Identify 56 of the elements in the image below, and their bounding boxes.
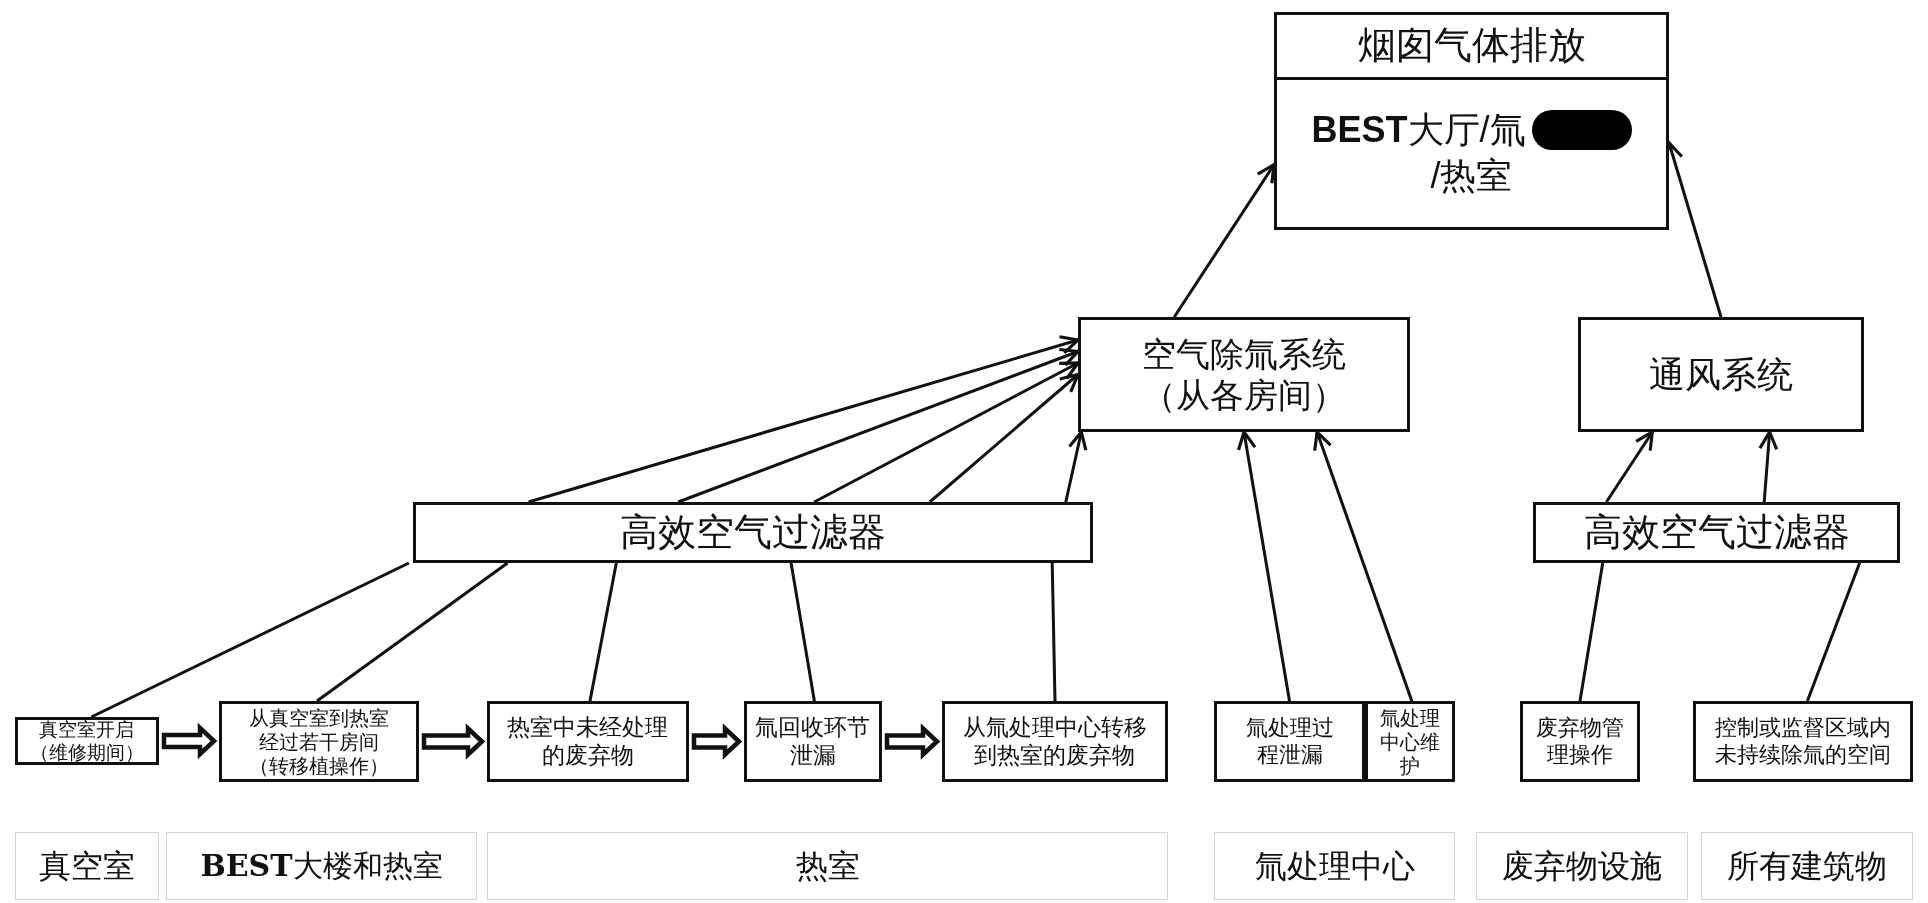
process-box: [942, 701, 1168, 782]
box-text: 控制或监督区域内未持续除氚的空间: [1714, 715, 1892, 768]
process-box: [1520, 701, 1640, 782]
arrow: [691, 723, 743, 760]
box-text: 从氚处理中心转移到热室的废弃物: [962, 713, 1148, 770]
process-box: [1365, 701, 1455, 782]
box-text: BEST大厅/氚: [1311, 107, 1526, 152]
area-label-box: [166, 832, 477, 900]
area-label-box: [487, 832, 1168, 900]
emission-box: [1274, 12, 1669, 230]
box-text: 通风系统: [1649, 352, 1793, 397]
arrow: [161, 722, 218, 760]
box-text: 从真空室到热室经过若干房间（转移植操作）: [248, 705, 390, 778]
arrow: [1313, 430, 1414, 702]
box-text: 真空室开启（维修期间）: [29, 718, 145, 764]
process-box: [413, 502, 1093, 563]
box-text: 真空室: [39, 846, 135, 886]
process-box: [487, 701, 689, 782]
process-box: [1214, 701, 1365, 782]
box-text: 氚处理中心维护: [1379, 705, 1441, 778]
process-box: [1078, 317, 1410, 432]
box-text: 氚处理过程泄漏: [1244, 715, 1335, 768]
box-text: 高效空气过滤器: [620, 509, 886, 556]
arrow: [1236, 430, 1291, 702]
process-box: [15, 717, 159, 765]
arrow: [1173, 163, 1276, 318]
box-text: 废弃物管理操作: [1535, 715, 1625, 768]
arrow: [1605, 430, 1654, 503]
arrow: [421, 723, 486, 760]
box-text: 热室: [795, 846, 860, 886]
box-heading: 烟囱气体排放: [1277, 15, 1666, 80]
process-box: [219, 701, 419, 782]
process-box: [1693, 701, 1913, 782]
arrow: [884, 723, 941, 760]
box-text: /热室: [1430, 154, 1513, 199]
arrow: [528, 335, 1080, 504]
box-text: 热室中未经处理的废弃物: [506, 713, 670, 770]
area-label-box: [15, 832, 159, 900]
arrow: [928, 372, 1080, 504]
arrow: [677, 348, 1080, 504]
box-text: 高效空气过滤器: [1583, 509, 1850, 556]
process-box: [1533, 502, 1900, 563]
box-text: 氚处理中心: [1254, 846, 1415, 886]
box-text: 氚回收环节泄漏: [754, 713, 872, 770]
arrow: [1758, 430, 1779, 503]
area-label-box: [1214, 832, 1455, 900]
area-label-box: [1476, 832, 1688, 900]
area-label-box: [1701, 832, 1913, 900]
box-text: 所有建筑物: [1727, 846, 1887, 886]
process-box: [1578, 317, 1864, 432]
arrow: [813, 361, 1080, 504]
box-text: 废弃物设施: [1502, 846, 1662, 886]
process-box: [744, 701, 882, 782]
arrow: [1064, 430, 1088, 503]
box-text: BEST大楼和热室: [200, 848, 443, 884]
box-text: 空气除氚系统（从各房间）: [1141, 333, 1347, 416]
